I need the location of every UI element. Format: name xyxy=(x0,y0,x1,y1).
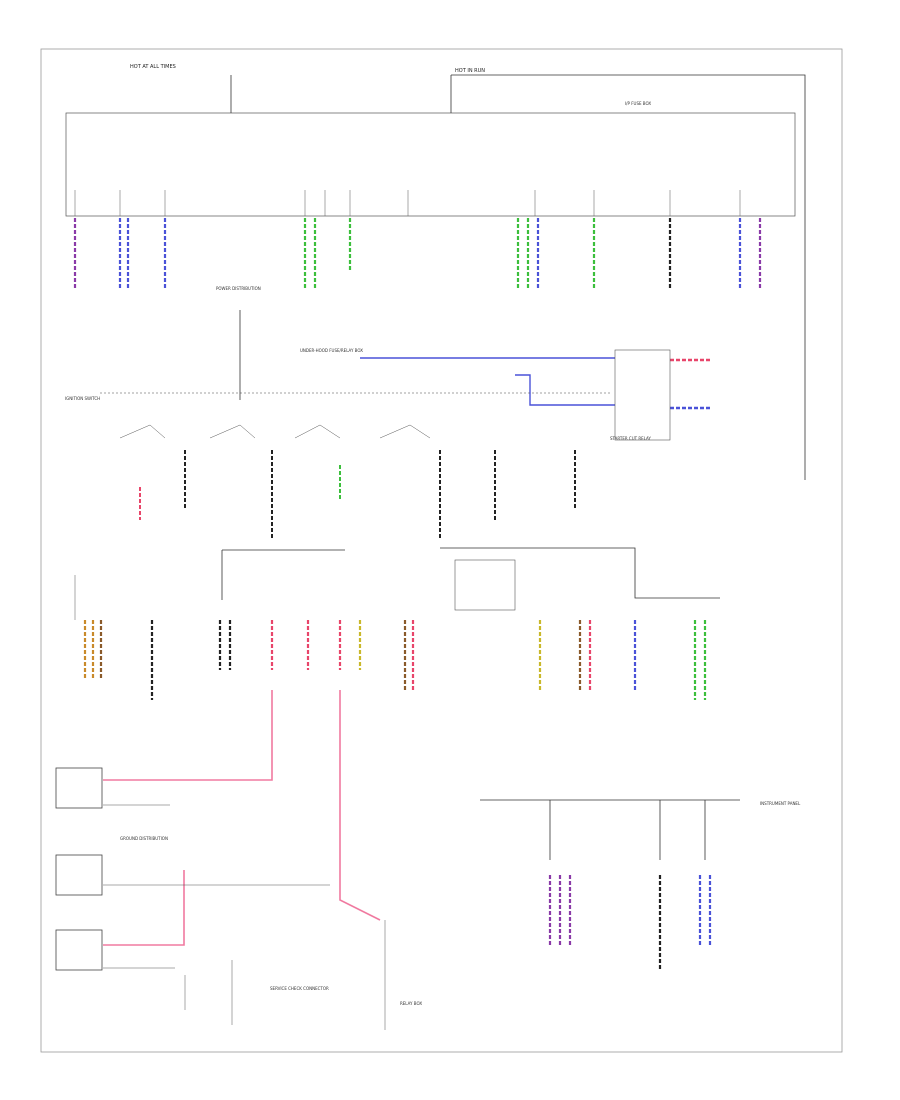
label-hot-at-all-times: HOT AT ALL TIMES xyxy=(130,64,176,70)
diagram-frame xyxy=(40,48,843,1053)
label-service-check: SERVICE CHECK CONNECTOR xyxy=(270,986,329,991)
label-ignition-switch: IGNITION SWITCH xyxy=(65,396,100,401)
label-ip-fuse-box: I/P FUSE BOX xyxy=(625,101,651,106)
right-rear-switch xyxy=(55,929,103,971)
relay-block xyxy=(454,559,516,611)
label-hot-in-run: HOT IN RUN xyxy=(455,68,485,74)
label-instrument-panel: INSTRUMENT PANEL xyxy=(760,801,801,806)
label-power-distribution: POWER DISTRIBUTION xyxy=(216,286,261,291)
label-ground-distribution: GROUND DISTRIBUTION xyxy=(120,836,168,841)
left-rear-switch xyxy=(55,854,103,896)
label-relay-box: RELAY BOX xyxy=(400,1001,422,1006)
fuse-box-top xyxy=(65,112,796,217)
front-passenger-switch xyxy=(55,767,103,809)
label-starter-cut-relay: STARTER CUT RELAY xyxy=(610,436,651,441)
starter-cut-relay-box xyxy=(614,349,671,441)
label-under-hood-box: UNDER-HOOD FUSE/RELAY BOX xyxy=(300,348,363,353)
